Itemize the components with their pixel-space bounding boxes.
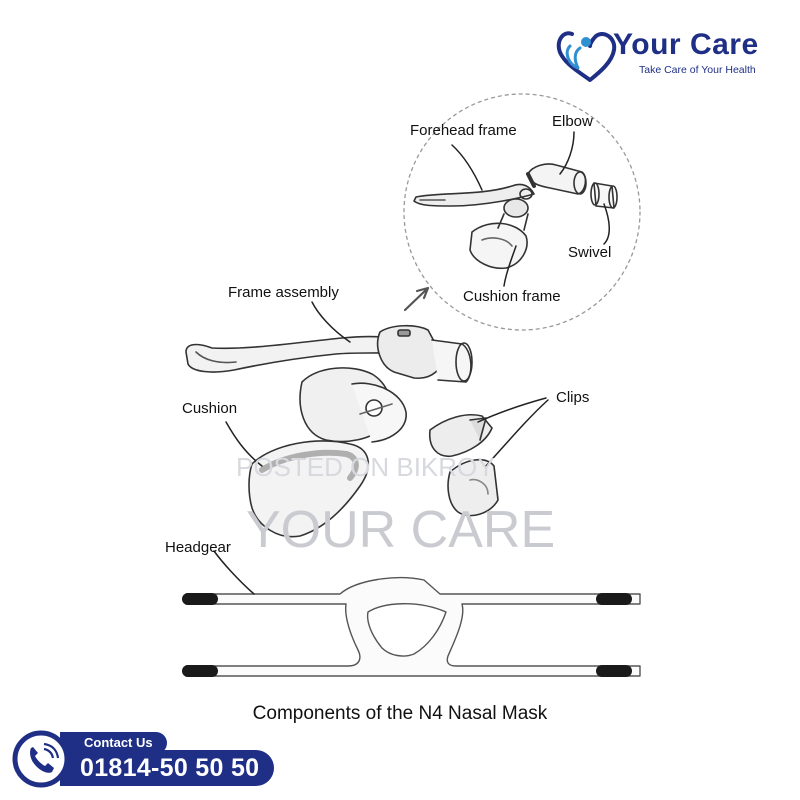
contact-label: Contact Us xyxy=(60,732,167,754)
brand-logo-icon xyxy=(556,31,617,82)
label-forehead-frame: Forehead frame xyxy=(410,122,517,139)
brand-tagline: Take Care of Your Health xyxy=(639,64,756,76)
label-cushion-frame: Cushion frame xyxy=(463,288,561,305)
detail-swivel xyxy=(590,182,618,209)
diagram-caption: Components of the N4 Nasal Mask xyxy=(252,703,548,724)
detail-cushion-frame xyxy=(469,198,529,270)
contact-phone[interactable]: 01814-50 50 50 xyxy=(60,750,274,786)
detail-forehead-frame xyxy=(413,183,535,207)
detail-elbow xyxy=(526,163,587,195)
label-cushion: Cushion xyxy=(182,400,238,417)
label-frame-assembly: Frame assembly xyxy=(228,284,339,301)
brand-name: Your Care xyxy=(613,28,759,61)
zoom-arrow xyxy=(403,286,430,312)
frame-assembly-drawing xyxy=(185,324,473,383)
zoom-detail-circle xyxy=(403,93,641,331)
clips-drawing xyxy=(428,414,499,517)
leader-lines xyxy=(213,131,610,595)
cushion-drawing xyxy=(248,440,370,538)
label-headgear: Headgear xyxy=(165,539,231,556)
label-elbow: Elbow xyxy=(552,113,593,130)
watermark-brand: YOUR CARE xyxy=(246,501,556,559)
label-clips: Clips xyxy=(556,389,590,406)
contact-badge[interactable]: 01814-50 50 50 Contact Us xyxy=(12,730,277,790)
main-cushion-frame-drawing xyxy=(299,367,407,443)
brand-block: Your Care Take Care of Your Health xyxy=(553,24,783,84)
label-swivel: Swivel xyxy=(568,244,612,261)
headgear-drawing xyxy=(182,577,641,677)
watermark-posted: POSTED ON BIKROY xyxy=(236,452,495,482)
